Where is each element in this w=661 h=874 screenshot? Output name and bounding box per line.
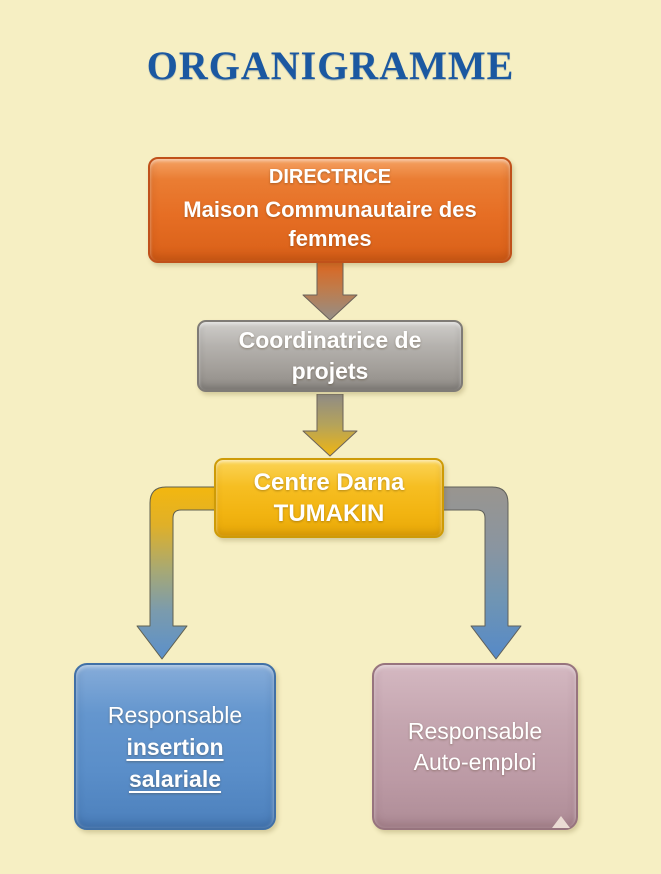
node-directrice-title: DIRECTRICE (268, 166, 392, 188)
node-directrice-subtitle: Maison Communautaire des femmes (183, 197, 477, 251)
node-responsable-auto-emploi-line2: Auto-emploi (413, 748, 537, 775)
node-centre-darna-line2: TUMAKIN (273, 500, 385, 527)
node-coordinatrice: Coordinatrice de projets (197, 320, 463, 392)
node-responsable-insertion-line1: Responsable (107, 701, 243, 728)
arrow-coordinatrice-to-centre (302, 394, 358, 457)
node-responsable-insertion-line3: salariale (128, 765, 222, 792)
node-centre-darna: Centre Darna TUMAKIN (214, 458, 444, 538)
node-responsable-auto-emploi: Responsable Auto-emploi (372, 663, 578, 830)
page-title: ORGANIGRAMME (146, 43, 515, 88)
node-responsable-insertion-line2: insertion (126, 733, 224, 760)
node-responsable-insertion: Responsable insertion salariale (74, 663, 276, 830)
page-corner-fold (552, 816, 570, 828)
arrow-centre-to-insertion (136, 486, 216, 660)
arrow-directrice-to-coordinatrice (302, 262, 358, 321)
node-coordinatrice-label: Coordinatrice de projets (238, 326, 422, 384)
arrow-centre-to-auto-emploi (442, 486, 522, 660)
node-directrice: DIRECTRICE Maison Communautaire des femm… (148, 157, 512, 263)
node-responsable-auto-emploi-line1: Responsable (407, 717, 543, 744)
node-centre-darna-line1: Centre Darna (253, 468, 405, 496)
